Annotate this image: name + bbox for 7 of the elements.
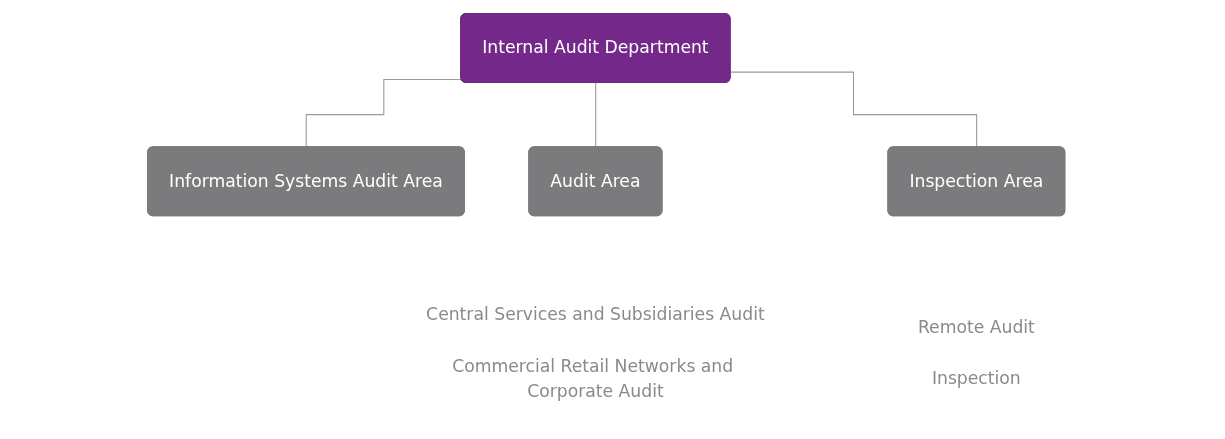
connector [594, 81, 597, 148]
connector [305, 78, 462, 148]
node-label: Commercial Retail Networks and Corporate Audit [451, 354, 733, 402]
connector [729, 71, 978, 148]
node-label: Inspection [931, 367, 1021, 389]
node-label: Central Services and Subsidiaries Audit [425, 303, 765, 324]
node-label: Remote Audit [917, 316, 1035, 337]
